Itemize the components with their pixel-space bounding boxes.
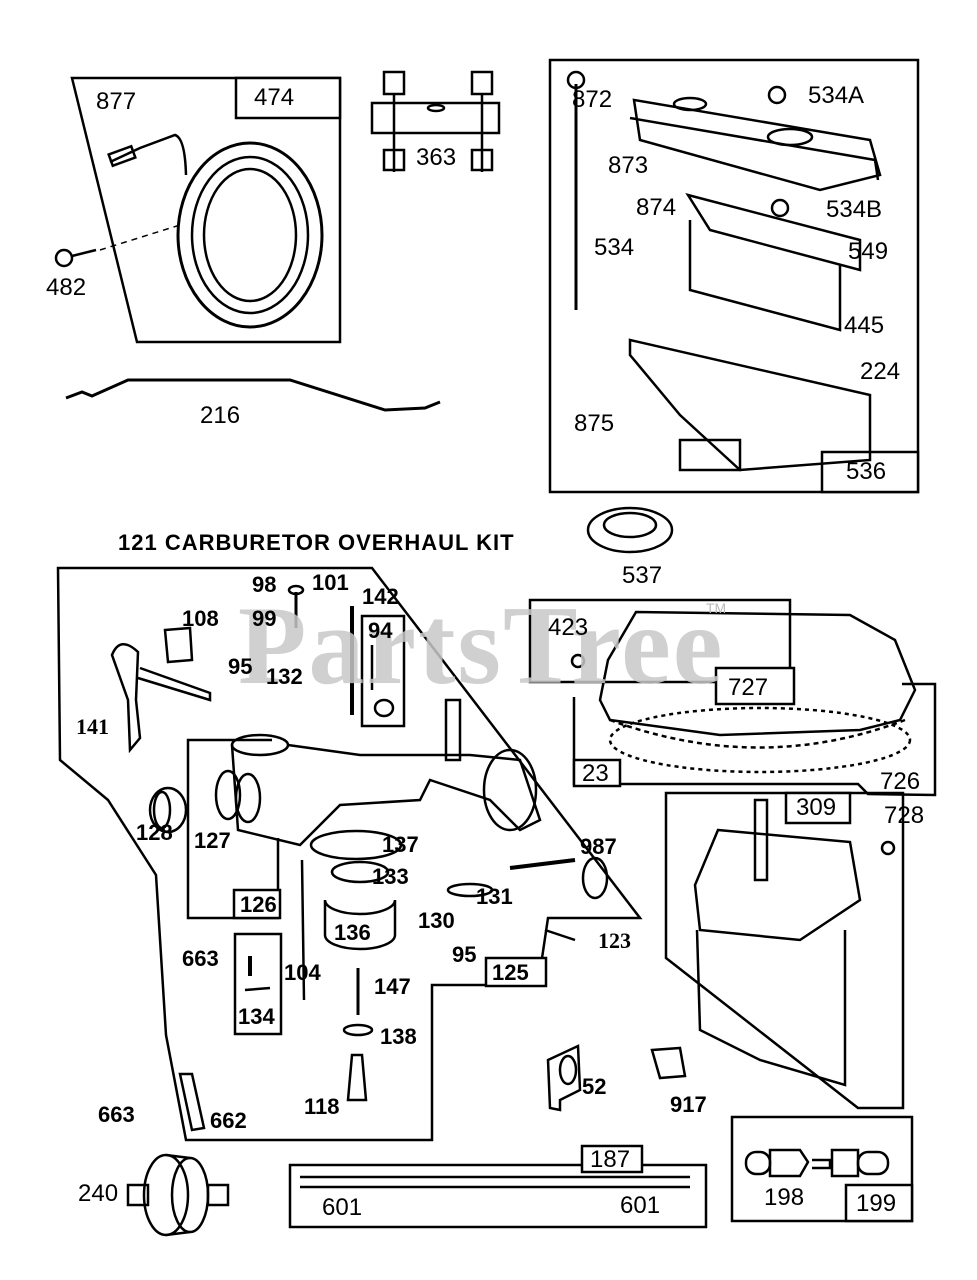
label-23-box [572, 758, 622, 788]
part-label[interactable]: 534 [594, 234, 635, 261]
part-label[interactable]: 126 [240, 892, 277, 917]
group-94-frame [360, 614, 406, 728]
part-label[interactable]: 662 [210, 1108, 247, 1133]
spacer-537-drawing [586, 506, 674, 554]
part-label[interactable]: 94 [368, 618, 393, 643]
part-label[interactable]: 187 [590, 1146, 631, 1173]
watermark-trademark: TM [706, 600, 727, 616]
label-309-box [784, 791, 852, 825]
part-label[interactable]: 132 [266, 664, 303, 689]
group-309-frame [664, 791, 905, 1110]
part-label[interactable]: 872 [572, 86, 613, 113]
part-label[interactable]: 23 [582, 760, 609, 787]
watermark: PartsTree [238, 584, 725, 708]
part-label[interactable]: 726 [880, 768, 921, 795]
part-label[interactable]: 99 [252, 606, 277, 631]
flywheel-drawing [570, 610, 917, 774]
small-parts-drawing [178, 584, 687, 1132]
part-label[interactable]: 123 [598, 928, 631, 953]
part-label[interactable]: 138 [380, 1024, 417, 1049]
part-label[interactable]: 482 [46, 274, 87, 301]
part-label[interactable]: 423 [548, 614, 589, 641]
part-label[interactable]: 663 [98, 1102, 135, 1127]
part-label[interactable]: 917 [670, 1092, 707, 1117]
part-label[interactable]: 728 [884, 802, 925, 829]
group-423-frame [528, 598, 792, 684]
group-187-frame [288, 1163, 708, 1229]
group-134-frame [233, 932, 283, 1036]
part-label[interactable]: 549 [848, 238, 889, 265]
part-label[interactable]: 104 [284, 960, 321, 985]
label-727-box [714, 666, 796, 706]
air-cleaner-drawing [566, 70, 882, 472]
part-label[interactable]: 216 [200, 402, 241, 429]
label-474-box [234, 76, 342, 120]
label-125-box [484, 956, 548, 988]
part-label[interactable]: 147 [374, 974, 411, 999]
part-label[interactable]: 445 [844, 312, 885, 339]
part-label[interactable]: 727 [728, 674, 769, 701]
part-label[interactable]: 118 [304, 1094, 340, 1119]
part-label[interactable]: 133 [372, 864, 409, 889]
part-label[interactable]: 875 [574, 410, 615, 437]
part-label[interactable]: 127 [194, 828, 231, 853]
carburetor-body-drawing [148, 698, 542, 1001]
part-label[interactable]: 101 [312, 570, 349, 595]
part-label[interactable]: 537 [622, 562, 663, 589]
label-126-box [232, 888, 282, 920]
throttle-lever-141-drawing [110, 626, 212, 754]
part-label[interactable]: 141 [76, 714, 109, 739]
part-label[interactable]: 98 [252, 572, 277, 597]
fuel-filter-240-drawing [126, 1153, 230, 1237]
fuel-fittings-drawing [744, 1148, 890, 1178]
part-label[interactable]: 131 [476, 884, 513, 909]
alternator-stator-drawing [54, 133, 324, 329]
part-label[interactable]: 125 [492, 960, 529, 985]
part-label[interactable]: 199 [856, 1190, 897, 1217]
part-label[interactable]: 601 [322, 1194, 363, 1221]
label-187-box [580, 1144, 644, 1174]
crankcase-drawing [693, 798, 896, 1087]
part-label[interactable]: 474 [254, 84, 295, 111]
part-label[interactable]: 987 [580, 834, 617, 859]
part-label[interactable]: 137 [382, 832, 419, 857]
part-label[interactable]: 134 [238, 1004, 275, 1029]
part-label[interactable]: 128 [136, 820, 173, 845]
part-label[interactable]: 95 [452, 942, 477, 967]
part-label[interactable]: 309 [796, 794, 837, 821]
governor-rod-216-drawing [65, 378, 441, 412]
group-199-frame [730, 1115, 914, 1223]
group-536-frame [548, 58, 920, 494]
part-label[interactable]: 873 [608, 152, 649, 179]
carburetor-kit-frame [56, 566, 643, 1142]
part-label[interactable]: 534A [808, 82, 865, 109]
part-label[interactable]: 363 [416, 144, 457, 171]
part-label[interactable]: 877 [96, 88, 137, 115]
part-label[interactable]: 136 [334, 920, 371, 945]
fuel-line-187-drawing [300, 1175, 690, 1189]
part-label[interactable]: 142 [362, 584, 399, 609]
part-label[interactable]: 534B [826, 196, 883, 223]
part-label[interactable]: 536 [846, 458, 887, 485]
bracket-363-drawing [370, 70, 501, 172]
part-label[interactable]: 224 [860, 358, 901, 385]
part-label[interactable]: 240 [78, 1180, 119, 1207]
label-199-box [844, 1183, 914, 1223]
part-label[interactable]: 130 [418, 908, 455, 933]
kit-title: 121 CARBURETOR OVERHAUL KIT [118, 530, 515, 555]
part-label[interactable]: 663 [182, 946, 219, 971]
part-label[interactable]: 601 [620, 1192, 661, 1219]
part-label[interactable]: 108 [182, 606, 219, 631]
part-label[interactable]: 874 [636, 194, 677, 221]
part-label[interactable]: 95 [228, 654, 253, 679]
part-label[interactable]: 198 [764, 1184, 805, 1211]
part-label[interactable]: 52 [582, 1074, 607, 1099]
